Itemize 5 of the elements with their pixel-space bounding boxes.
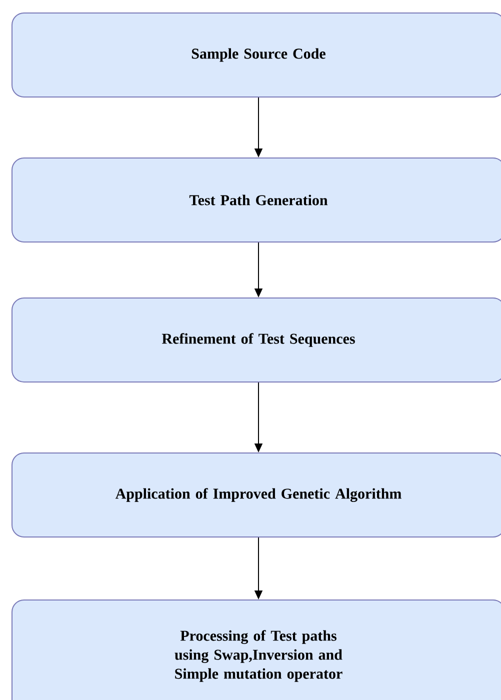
process-box: Sample Source Code [12, 12, 501, 98]
process-box: Refinement of Test Sequences [12, 298, 501, 382]
process-box: Processing of Test paths using Swap,Inversion and Simple mutation operator [12, 600, 501, 700]
process-box: Application of Improved Genetic Algorithm [12, 452, 501, 538]
process-box: Test Path Generation [12, 158, 501, 242]
